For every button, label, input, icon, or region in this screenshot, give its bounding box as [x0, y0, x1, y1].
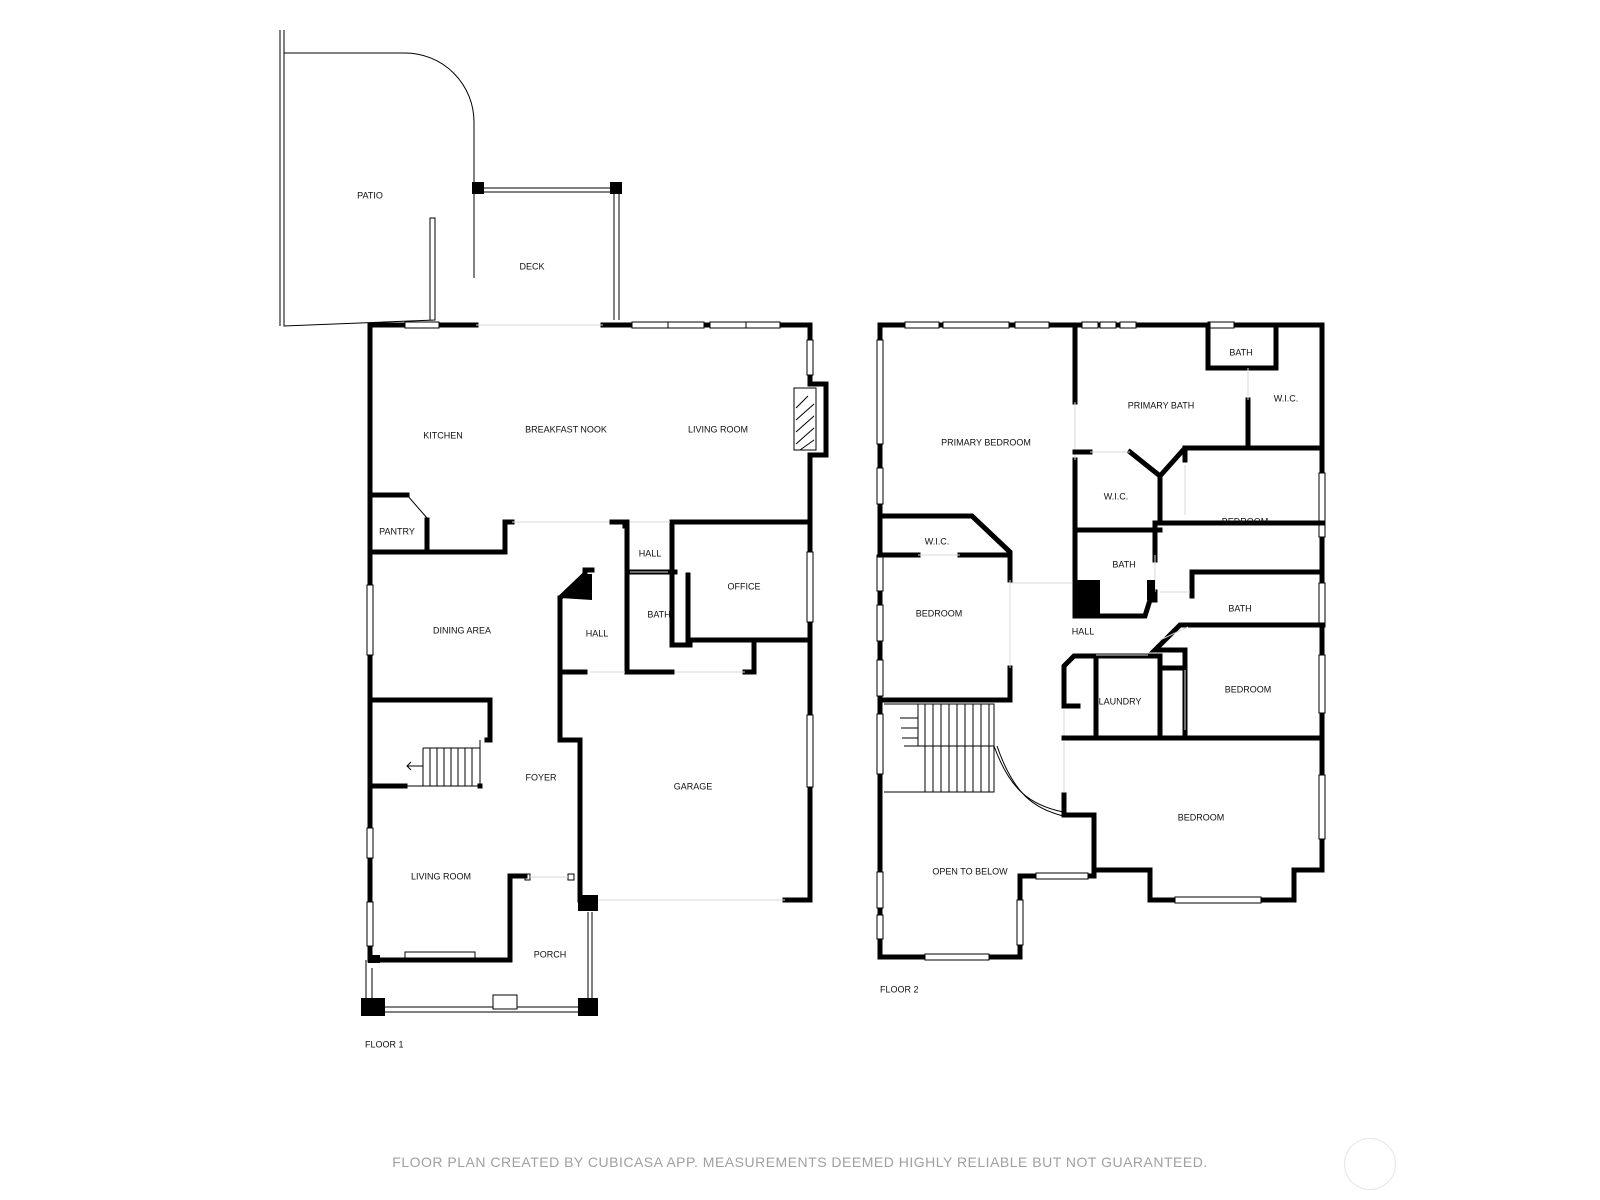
porch-post [361, 998, 385, 1016]
room-label-bedroom: BEDROOM [1225, 684, 1272, 694]
patio-outline [283, 30, 475, 327]
room-label-hall: HALL [639, 548, 662, 558]
room-label-dining-area: DINING AREA [433, 625, 491, 635]
floor-1-label: FLOOR 1 [365, 1039, 404, 1049]
deck-post [472, 182, 484, 194]
room-label-bath: BATH [1228, 603, 1251, 613]
room-label-wic: W.I.C. [1274, 393, 1299, 403]
bath-fixture [1075, 580, 1100, 614]
room-label-bedroom: BEDROOM [1222, 516, 1269, 526]
deck-post [610, 182, 622, 194]
room-label-open-to-below: OPEN TO BELOW [932, 866, 1008, 876]
room-label-primary-bedroom: PRIMARY BEDROOM [941, 437, 1031, 447]
room-label-hall: HALL [586, 628, 609, 638]
room-label-breakfast-nook: BREAKFAST NOOK [525, 424, 607, 434]
floor-2-plan [876, 321, 1326, 961]
staircase-floor-2 [884, 703, 1064, 817]
brand-logo [1344, 1138, 1396, 1190]
garage-post [578, 895, 598, 911]
floor-1-plan [279, 30, 829, 1016]
room-label-deck: DECK [519, 261, 544, 271]
room-label-patio: PATIO [357, 190, 383, 200]
room-label-living-room: LIVING ROOM [688, 424, 748, 434]
room-label-porch: PORCH [534, 949, 567, 959]
room-label-bath: BATH [1112, 559, 1135, 569]
room-label-garage: GARAGE [674, 781, 713, 791]
room-label-laundry: LAUNDRY [1099, 696, 1142, 706]
room-label-wic: W.I.C. [925, 536, 950, 546]
fireplace [793, 387, 817, 451]
room-labels: PATIO DECK KITCHEN BREAKFAST NOOK LIVING… [357, 190, 1298, 1049]
room-label-bedroom: BEDROOM [916, 608, 963, 618]
room-label-bedroom: BEDROOM [1178, 812, 1225, 822]
room-label-pantry: PANTRY [379, 526, 415, 536]
room-label-kitchen: KITCHEN [423, 430, 463, 440]
room-label-bath: BATH [1229, 347, 1252, 357]
porch-post [578, 998, 598, 1016]
room-label-office: OFFICE [728, 581, 761, 591]
floor-1-exterior-wall [367, 322, 813, 903]
room-label-primary-bath: PRIMARY BATH [1128, 400, 1195, 410]
staircase-floor-1 [406, 747, 480, 786]
floor-2-label: FLOOR 2 [880, 984, 919, 994]
room-label-living-room: LIVING ROOM [411, 871, 471, 881]
room-label-foyer: FOYER [525, 772, 557, 782]
room-label-bath: BATH [647, 609, 670, 619]
room-label-wic: W.I.C. [1104, 491, 1129, 501]
disclaimer-text: FLOOR PLAN CREATED BY CUBICASA APP. MEAS… [392, 1154, 1208, 1170]
floor-2-exterior-wall [877, 322, 1325, 960]
room-label-hall: HALL [1072, 626, 1095, 636]
